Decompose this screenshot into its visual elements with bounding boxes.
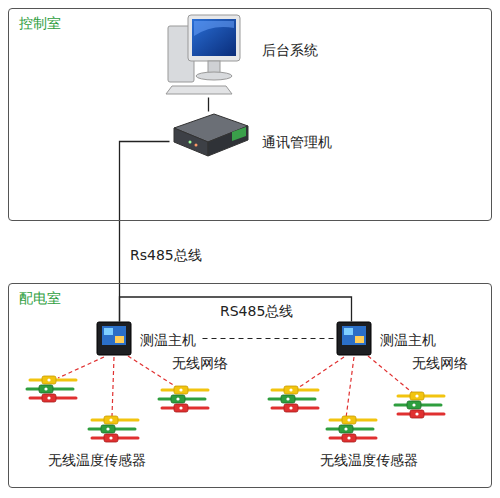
room-region: 控制室后台系统通讯管理机 (8, 8, 492, 221)
bus-line (120, 297, 352, 322)
device-label: 通讯管理机 (262, 134, 332, 151)
dashed-link (203, 338, 334, 339)
network-label: 无线网络 (172, 355, 228, 372)
room-title: 控制室 (19, 15, 61, 32)
sensor-label: 无线温度传感器 (48, 452, 146, 469)
device-node: 后台系统 (165, 12, 322, 98)
bus-line (208, 98, 209, 112)
device-label: 测温主机 (140, 332, 196, 349)
bus-line (120, 142, 170, 322)
host-icon (97, 322, 131, 355)
sensor-groups (27, 376, 444, 442)
computer-icon (166, 15, 240, 94)
device-node: 测温主机 (97, 322, 200, 356)
room-title: 配电室 (19, 290, 61, 307)
comm-manager-icon (174, 114, 248, 156)
device-node: 测温主机 (337, 322, 440, 356)
device-label: 测温主机 (380, 332, 436, 349)
sensor-label: 无线温度传感器 (320, 452, 418, 469)
bus-label: Rs485总线 (128, 247, 204, 264)
network-label: 无线网络 (412, 355, 468, 372)
wireless-link (58, 356, 414, 418)
host-icon (337, 322, 371, 355)
device-node: 通讯管理机 (170, 112, 336, 160)
device-label: 后台系统 (262, 42, 318, 59)
bus-label: RS485总线 (218, 303, 295, 320)
